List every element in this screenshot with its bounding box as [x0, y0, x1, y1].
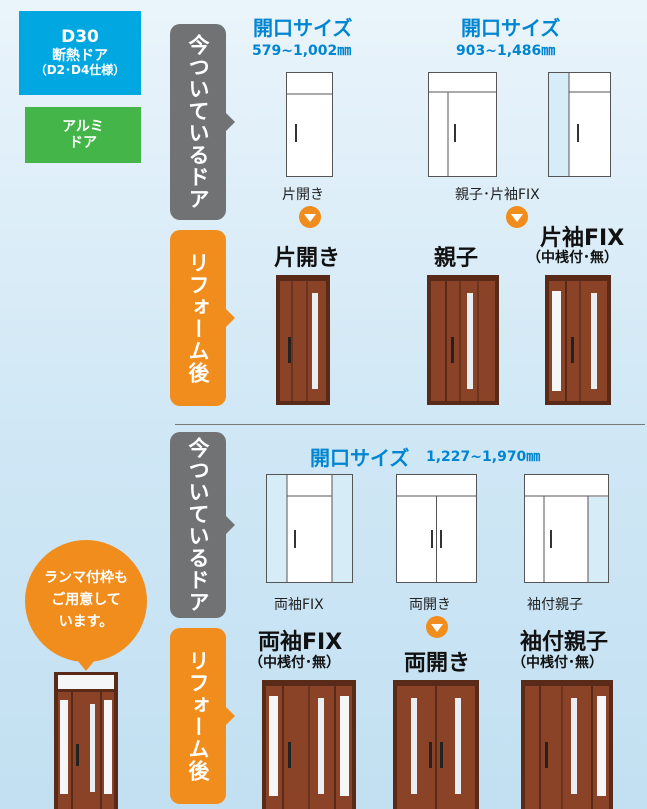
door-photo-parent [427, 275, 499, 405]
opening-size-title-2: 開口サイズ [461, 16, 561, 40]
d30-badge-line1: D30 [61, 27, 99, 48]
current-door-label-top-text: 今ついているドア [186, 34, 210, 210]
after-name-side-parent-child: 袖付親子 [520, 630, 609, 655]
d30-badge-line2: 断熱ドア [52, 47, 108, 64]
opening-size-range-3: 1,227~1,970㎜ [426, 449, 541, 465]
after-name-side-fix: 片袖FIX [540, 226, 625, 251]
current-label-single: 片開き [282, 187, 324, 203]
after-sub-both-side-fix: （中桟付･無） [249, 655, 340, 671]
ranma-bubble-line2: ご用意して [51, 592, 121, 609]
current-label-side-parent-child: 袖付親子 [527, 597, 583, 613]
current-both-side-fix-diagram [266, 474, 353, 583]
after-reform-label-top: リフォーム後 [170, 230, 235, 406]
after-reform-label-top-text: リフォーム後 [186, 252, 210, 384]
current-door-label-bottom-text: 今ついているドア [186, 437, 210, 613]
door-photo-single [276, 275, 330, 405]
current-side-parent-child-diagram [524, 474, 609, 583]
ranma-bubble-line3: います。 [58, 613, 114, 630]
current-single-door-diagram [286, 72, 333, 177]
arrow-down-icon-1 [299, 206, 321, 228]
opening-size-range-1: 579~1,002㎜ [252, 43, 352, 59]
alumi-badge-line1: アルミ [62, 118, 104, 135]
after-reform-label-bottom: リフォーム後 [170, 628, 235, 804]
current-label-parent-side: 親子･片袖FIX [455, 187, 540, 203]
current-parent-child-door-diagram [428, 72, 497, 177]
door-photo-side-fix [545, 275, 611, 405]
after-sub-side-fix: （中桟付･無） [527, 250, 618, 266]
alumi-badge: アルミ ドア [25, 107, 141, 163]
opening-size-title-3: 開口サイズ [310, 446, 410, 470]
after-sub-side-parent-child: （中桟付･無） [512, 655, 603, 671]
current-side-fix-door-diagram [548, 72, 611, 177]
door-photo-side-parent-child [521, 680, 613, 809]
current-double-door-diagram [396, 474, 477, 583]
door-photo-ranma [54, 672, 118, 809]
after-name-both-side-fix: 両袖FIX [258, 630, 343, 655]
current-label-double: 両開き [409, 597, 451, 613]
section-divider [175, 424, 645, 425]
after-name-parent: 親子 [434, 246, 479, 271]
opening-size-title-1: 開口サイズ [253, 16, 353, 40]
d30-badge: D30 断熱ドア （D2･D4仕様） [19, 11, 141, 95]
current-door-label-top: 今ついているドア [170, 24, 235, 220]
door-photo-double [393, 680, 479, 809]
after-name-single: 片開き [274, 246, 341, 271]
opening-size-range-2: 903~1,486㎜ [456, 43, 556, 59]
current-door-label-bottom: 今ついているドア [170, 432, 235, 618]
alumi-badge-line2: ドア [69, 135, 97, 151]
arrow-down-icon-3 [426, 616, 448, 638]
after-reform-label-bottom-text: リフォーム後 [186, 650, 210, 782]
door-photo-both-side-fix [262, 680, 356, 809]
after-name-double: 両開き [404, 651, 471, 676]
d30-badge-line3: （D2･D4仕様） [34, 62, 126, 77]
ranma-info-bubble: ランマ付枠も ご用意して います。 [25, 540, 147, 671]
ranma-bubble-line1: ランマ付枠も [44, 570, 128, 587]
arrow-down-icon-2 [506, 206, 528, 228]
current-label-both-side-fix: 両袖FIX [274, 597, 324, 613]
